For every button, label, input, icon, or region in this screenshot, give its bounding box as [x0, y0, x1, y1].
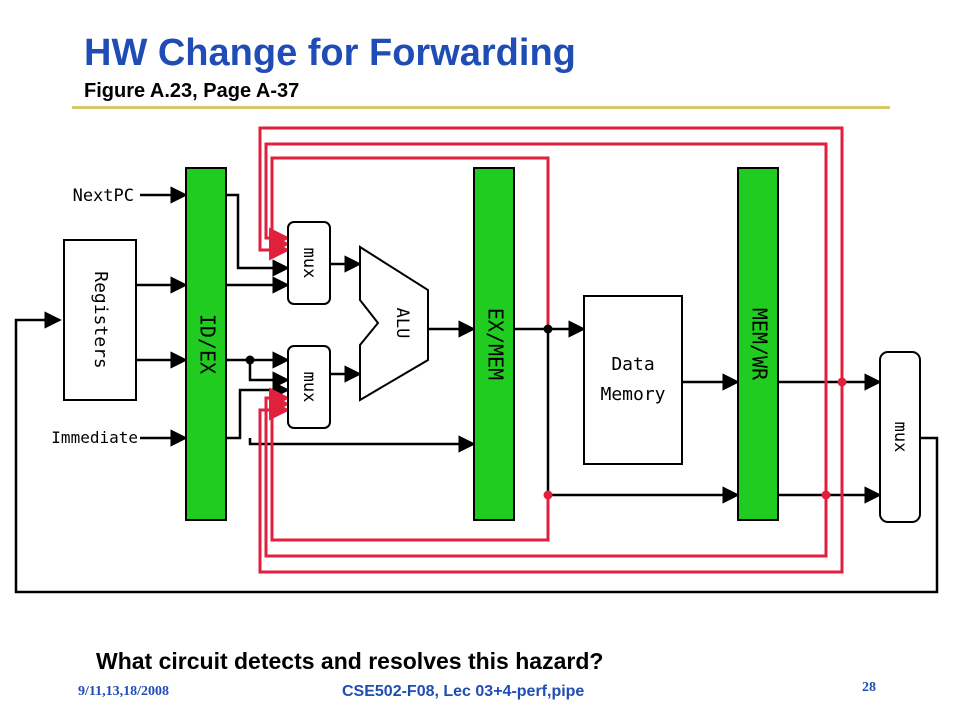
memwr-label: MEM/WR: [748, 308, 772, 381]
alu-label: ALU: [392, 308, 412, 339]
slide-subtitle: Figure A.23, Page A-37: [84, 80, 300, 102]
mux-right-label: mux: [890, 422, 910, 453]
mux-top-label: mux: [299, 248, 319, 279]
nextpc-label: NextPC: [73, 186, 134, 206]
data-memory: Data Memory: [583, 295, 683, 465]
footer-course: CSE502-F08, Lec 03+4-perf,pipe: [342, 683, 585, 700]
mux-bottom: mux: [287, 345, 331, 429]
data-memory-label-line1: Data: [611, 354, 654, 375]
exmem-label: EX/MEM: [484, 308, 508, 380]
data-memory-label-line2: Memory: [600, 384, 665, 405]
question-text: What circuit detects and resolves this h…: [96, 648, 604, 674]
junction-dot: [543, 324, 553, 334]
junction-dot: [821, 490, 831, 500]
idex-label: ID/EX: [196, 314, 220, 374]
exmem-register: EX/MEM: [473, 167, 515, 521]
mux-bottom-label: mux: [299, 372, 319, 403]
forward-memwr-mid-bottom: [264, 387, 828, 558]
wire-idex-mux-bottom-b: [248, 360, 290, 389]
black-wires: [14, 186, 939, 594]
wire-idex-imm: [226, 381, 290, 440]
forward-memwr-inner-top: [264, 142, 828, 495]
memwr-register: MEM/WR: [737, 167, 779, 521]
forward-memwr-outer-bottom: [258, 382, 844, 574]
junction-dots: [245, 324, 847, 500]
idex-register: ID/EX: [185, 167, 227, 521]
immediate-label: Immediate: [51, 428, 138, 447]
slide-title: HW Change for Forwarding: [84, 32, 576, 74]
page-number: 28: [862, 680, 876, 695]
wire-writeback-loop: [14, 311, 939, 594]
junction-dot: [543, 490, 553, 500]
footer-date: 9/11,13,18/2008: [78, 684, 170, 699]
forwarding-paths: [258, 126, 844, 574]
junction-dot: [245, 355, 255, 365]
title-underline: [72, 106, 890, 109]
mux-right: mux: [879, 351, 921, 523]
registers-label: Registers: [90, 271, 111, 369]
wire-bypass-exmem: [248, 435, 476, 453]
mux-top: mux: [287, 221, 331, 305]
alu: ALU: [359, 245, 429, 402]
wire-idex-mux-top-a: [226, 193, 290, 277]
junction-dot: [837, 377, 847, 387]
registers-block: Registers: [63, 239, 137, 401]
